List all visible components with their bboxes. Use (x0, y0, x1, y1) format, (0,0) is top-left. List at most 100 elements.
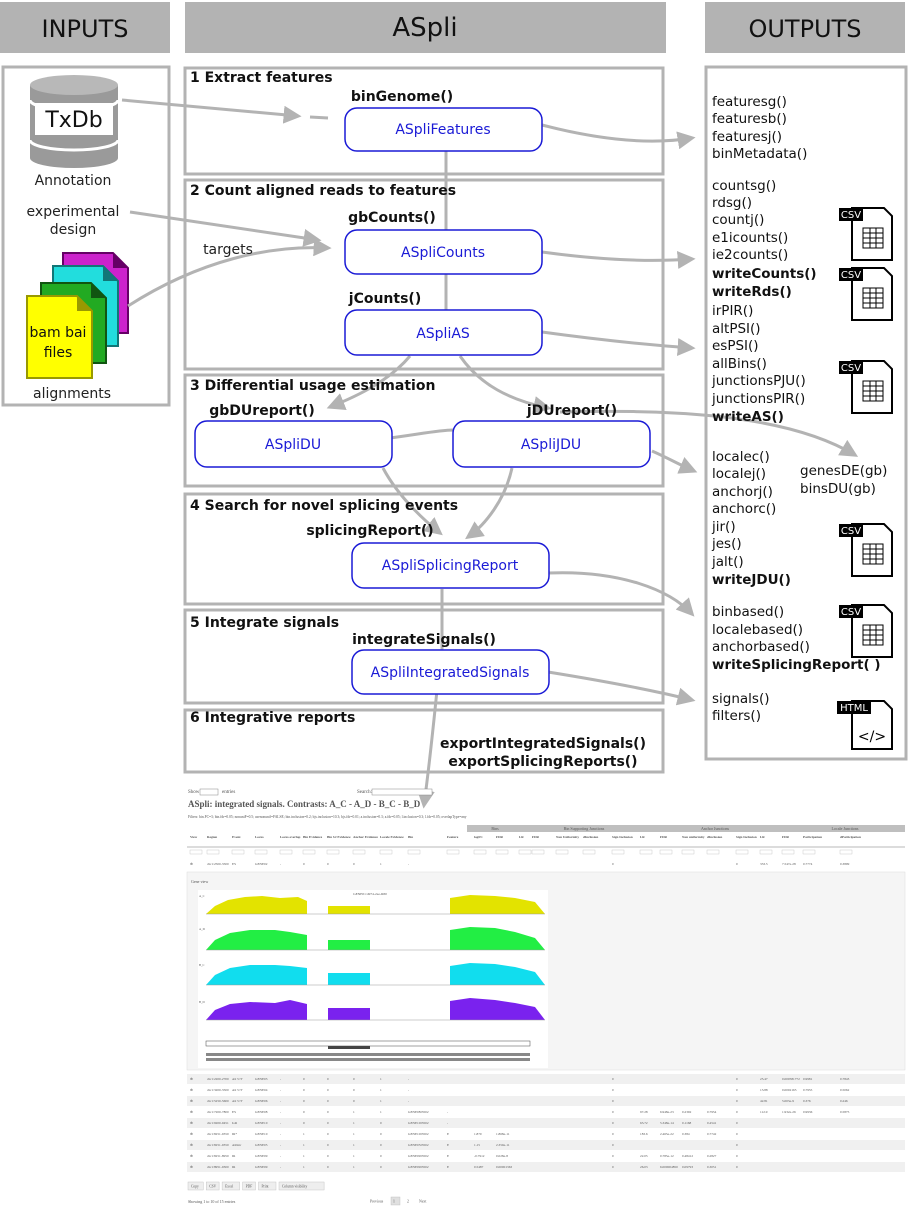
column-filter-input[interactable] (189, 849, 203, 855)
column-filter-input[interactable] (302, 849, 316, 855)
column-header[interactable]: Event (232, 835, 241, 839)
column-filter-input[interactable] (206, 849, 220, 855)
column-filter-input[interactable] (706, 849, 720, 855)
column-header[interactable]: Bin SJ Evidence (327, 835, 351, 839)
column-filter-input[interactable] (231, 849, 245, 855)
column-filter-input[interactable] (326, 849, 340, 855)
search-input[interactable] (371, 788, 433, 796)
column-filter-input[interactable] (611, 849, 625, 855)
expand-row-icon[interactable]: ⊕ (190, 1154, 193, 1158)
column-filter-input[interactable] (582, 849, 596, 855)
table-cell: 0.7742 (707, 1132, 717, 1136)
export-button[interactable] (242, 1181, 256, 1191)
column-header[interactable]: dInclusion (583, 835, 598, 839)
column-header[interactable]: Bin Evidence (303, 835, 323, 839)
column-header[interactable]: Participation (803, 835, 822, 839)
expand-row-icon[interactable]: ⊕ (190, 1088, 193, 1092)
column-header[interactable]: Non uniformity (682, 835, 705, 839)
column-header[interactable]: Locus (255, 835, 264, 839)
main-header: ASpli (185, 2, 666, 53)
table-cell: 1 (303, 1132, 305, 1136)
column-filter-input[interactable] (759, 849, 773, 855)
expand-row-icon[interactable]: ⊕ (190, 1077, 193, 1081)
expand-row-icon[interactable]: ⊕ (190, 1110, 193, 1114)
gbdureport-function: gbDUreport() (209, 403, 314, 419)
output-item: signals() (712, 691, 770, 707)
column-filter-input[interactable] (379, 849, 393, 855)
column-filter-input[interactable] (659, 849, 673, 855)
column-filter-input[interactable] (681, 849, 695, 855)
column-filter-input[interactable] (531, 849, 545, 855)
column-header[interactable]: FDR (660, 835, 668, 839)
column-header[interactable]: Bin (408, 835, 413, 839)
table-cell: 22.05 (640, 1154, 648, 1158)
page-link[interactable]: 1 (393, 1200, 395, 1204)
page-link[interactable]: Previous (370, 1200, 384, 1204)
column-header[interactable]: FDR (782, 835, 790, 839)
export-button-label: Excel (225, 1185, 233, 1189)
column-filter-input[interactable] (518, 849, 532, 855)
column-header[interactable]: LR (640, 835, 645, 839)
page-link[interactable]: 2 (407, 1200, 409, 1204)
table-cell: GENE08 (255, 1110, 268, 1114)
column-header[interactable]: Region (207, 835, 217, 839)
column-filter-input[interactable] (446, 849, 460, 855)
column-header[interactable]: FDR (496, 835, 504, 839)
export-button[interactable] (278, 1181, 325, 1191)
column-header[interactable]: Non Uniformity (556, 835, 579, 839)
column-header[interactable]: dParticipation (840, 835, 861, 839)
column-filter-input[interactable] (495, 849, 509, 855)
csv-label: CSV (841, 607, 861, 618)
column-header[interactable]: logFC (474, 835, 483, 839)
export-button[interactable] (258, 1181, 277, 1191)
column-header[interactable]: LR (760, 835, 765, 839)
expand-row-icon[interactable]: ⊕ (190, 1165, 193, 1169)
aspli-integrated-signals-object[interactable] (351, 649, 550, 695)
aspli-features-object[interactable] (344, 107, 543, 152)
column-filter-input[interactable] (781, 849, 795, 855)
entries-select[interactable] (199, 788, 219, 796)
aspli-splicing-report-object[interactable] (351, 542, 550, 589)
column-header[interactable]: Sign Inclusion (612, 835, 633, 839)
expand-row-icon[interactable]: ⊕ (190, 1143, 193, 1147)
expand-row-icon[interactable]: ⊕ (190, 862, 193, 866)
column-filter-input[interactable] (407, 849, 421, 855)
output-item: filters() (712, 708, 761, 724)
group-header: Locale Junctions (832, 826, 859, 831)
aspli-jdu-object[interactable] (452, 420, 651, 468)
column-filter-input[interactable] (555, 849, 569, 855)
page-link[interactable]: Next (419, 1200, 427, 1204)
column-header[interactable]: Locale Evidence (380, 835, 404, 839)
column-header[interactable]: Locus overlap (280, 835, 301, 839)
column-header[interactable]: LR (519, 835, 524, 839)
export-button[interactable] (221, 1181, 240, 1191)
table-cell: 0 (380, 1154, 382, 1158)
txdb-database-icon (28, 75, 120, 168)
column-filter-input[interactable] (639, 849, 653, 855)
table-cell: 0.000581772 (782, 1077, 800, 1081)
column-filter-input[interactable] (279, 849, 293, 855)
export-button[interactable] (205, 1181, 220, 1191)
expand-row-icon[interactable]: ⊕ (190, 1099, 193, 1103)
column-header[interactable]: Sign Inclusion (736, 835, 757, 839)
column-header[interactable]: Feature (447, 835, 459, 839)
column-header[interactable]: FDR (532, 835, 540, 839)
column-filter-input[interactable] (802, 849, 816, 855)
aspli-as-object[interactable] (344, 309, 543, 356)
column-header[interactable]: Anchor Evidence (353, 835, 378, 839)
expand-row-icon[interactable]: ⊕ (190, 1121, 193, 1125)
aspli-counts-object[interactable] (344, 229, 543, 275)
expand-row-icon[interactable]: ⊕ (190, 1132, 193, 1136)
column-filter-input[interactable] (254, 849, 268, 855)
export-button[interactable] (187, 1181, 204, 1191)
column-filter-input[interactable] (473, 849, 487, 855)
column-header[interactable]: View (190, 835, 198, 839)
step3-panel (183, 373, 665, 488)
output-item: jes() (711, 536, 742, 552)
column-header[interactable]: dInclusion (707, 835, 722, 839)
page-button-current[interactable] (390, 1196, 401, 1206)
column-filter-input[interactable] (735, 849, 749, 855)
column-filter-input[interactable] (839, 849, 853, 855)
aspli-du-object[interactable] (194, 420, 393, 468)
column-filter-input[interactable] (352, 849, 366, 855)
